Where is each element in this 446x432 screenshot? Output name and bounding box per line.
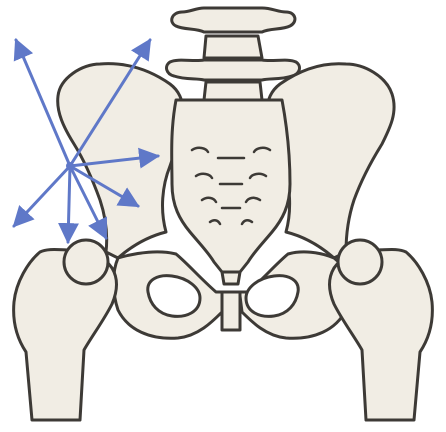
vertebra-l4 — [172, 8, 295, 32]
left-femoral-head — [64, 240, 108, 284]
right-femur — [330, 240, 433, 420]
sacrum — [172, 100, 290, 272]
hip-joint-center — [66, 162, 74, 170]
arrow-down — [68, 166, 70, 242]
coccyx — [222, 272, 240, 284]
pubic-symphysis — [222, 292, 240, 330]
right-femoral-head — [338, 240, 382, 284]
vertebra-l5-body — [204, 36, 262, 58]
vertebra-l5-process — [167, 60, 300, 80]
left-femur — [14, 240, 117, 420]
arrow-down-left — [14, 166, 70, 226]
lumbosacral-disc — [204, 82, 262, 100]
